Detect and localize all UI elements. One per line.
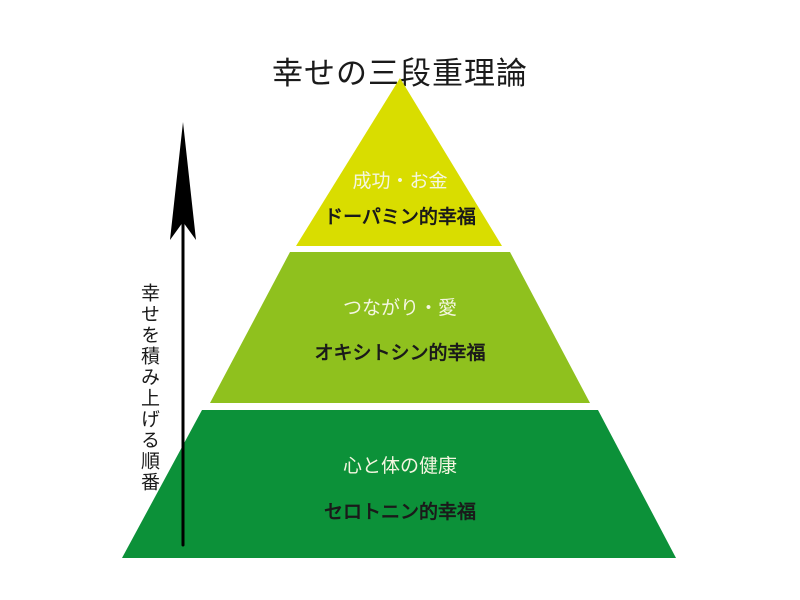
arrow-label: 幸せを積み上げる順番 [138, 283, 160, 493]
tier-middle-heading: つながり・愛 [342, 297, 457, 319]
pyramid-tier-middle [210, 252, 590, 403]
pyramid-tier-bottom [122, 410, 676, 558]
tier-middle-subheading: オキシトシン的幸福 [314, 342, 486, 364]
tier-top-heading: 成功・お金 [352, 170, 448, 192]
tier-bottom-subheading: セロトニン的幸福 [323, 501, 476, 523]
tier-bottom-heading: 心と体の健康 [342, 455, 457, 477]
pyramid-tier-top [296, 78, 502, 246]
up-arrow-icon [170, 122, 196, 547]
tier-top-subheading: ドーパミン的幸福 [324, 206, 476, 228]
